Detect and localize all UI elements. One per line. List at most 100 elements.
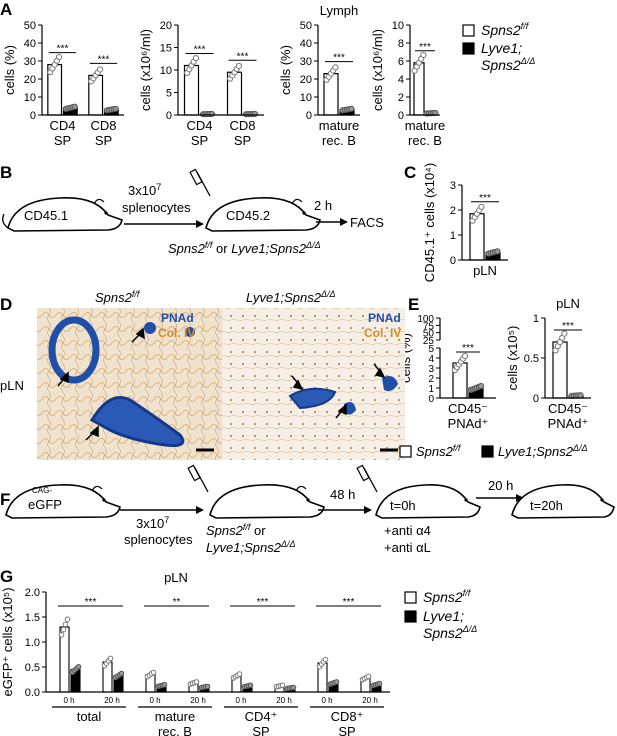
G-ytick-label-3: 1.5 (25, 612, 40, 624)
svg-text:Lyve1;Spns2Δ/Δ: Lyve1;Spns2Δ/Δ (498, 443, 588, 459)
reporter-mouse-icon (5, 484, 121, 519)
G-point-3-1-0-3 (365, 673, 372, 680)
legend-a: Spns2f/f Lyve1; Spns2Δ/Δ (462, 21, 535, 73)
G-point-2-1-0-3 (279, 682, 286, 689)
f-genotype-b: Lyve1;Spns2 (206, 540, 282, 555)
donor-mouse-icon (2, 197, 123, 232)
E1-category-line1: PNAd⁺ (448, 416, 489, 431)
E1-category-line0: CD45⁻ (448, 401, 488, 416)
E1-ytick-label-0: 0 (428, 394, 434, 405)
G-ytick-label-2: 1.0 (25, 637, 40, 649)
C-category-0-line0: pLN (473, 263, 497, 278)
hev-vessels-left (48, 316, 195, 447)
micrograph-right-title: Lyve1;Spns2 (246, 290, 322, 305)
E2-ylabel: cells (x10⁵) (505, 326, 520, 391)
reporter-label: eGFP (28, 497, 62, 512)
legend-e-ko-swatch (481, 445, 494, 458)
f-recipient-mouse-icon (209, 484, 325, 519)
A1-category-1-line1: SP (95, 133, 112, 148)
A1-ytick-label-1: 10 (24, 92, 36, 104)
G-timepoint-0-1: 20 h (104, 696, 120, 705)
G-point-3-0-1-3 (333, 679, 340, 685)
A4-sig-0: *** (419, 42, 431, 53)
G-ytick-label-1: 0.5 (25, 662, 40, 674)
G-timepoint-3-0: 0 h (321, 696, 332, 705)
svg-text:Lyve1;Spns2Δ/Δ: Lyve1;Spns2Δ/Δ (206, 539, 296, 555)
E1-ytick-label-5: 5 (428, 344, 434, 355)
A4-ytick-label-1: 2 (398, 92, 404, 104)
G-ytick-label-4: 2.0 (25, 587, 40, 599)
E2-ytick-label-1: 0.5 (524, 353, 539, 365)
f-syringe2-icon (356, 464, 378, 493)
G-point-0-0-1-3 (75, 664, 82, 670)
C-ytick-label-3: 3 (450, 180, 456, 192)
stain-col4-right: Col. IV (364, 326, 401, 340)
A2-ytick-label-3: 15 (160, 43, 172, 55)
C-sig-0: *** (479, 193, 491, 204)
A2-point-0-0-4 (192, 54, 199, 62)
A2-sig-1: *** (237, 51, 249, 62)
E1-sig: *** (462, 343, 474, 354)
legend-g-ko-line1: Lyve1; (423, 608, 464, 624)
legend-e: Spns2f/f Lyve1;Spns2Δ/Δ (399, 443, 588, 459)
A1-ytick-label-5: 50 (24, 20, 36, 32)
A2-ytick-label-1: 5 (166, 88, 172, 100)
svg-text:3x107: 3x107 (136, 515, 169, 531)
A4-point-0-0-4 (420, 51, 427, 59)
f-genotype-a: Spns2 (206, 523, 244, 538)
G-point-0-1-1-3 (118, 670, 125, 677)
svg-text:Spns2f/f or: Spns2f/f or (206, 522, 266, 538)
A2-ylabel: cells (x10⁶/ml) (138, 29, 153, 111)
panel-letter-g: G (0, 567, 13, 586)
A3-category-0-line0: mature (319, 118, 359, 133)
G-point-0-0-0-2 (62, 621, 69, 628)
A1-point-1-0-4 (96, 66, 104, 73)
G-point-3-1-1-3 (376, 680, 383, 687)
dose-sup: 7 (156, 182, 161, 192)
A1-category-0-line0: CD4 (49, 118, 75, 133)
genotype-b: Lyve1;Spns2 (231, 241, 307, 256)
A2-ytick-label-0: 0 (166, 110, 172, 122)
A2-category-0-line1: SP (191, 133, 208, 148)
t20-mouse-icon (511, 484, 615, 519)
E1-ytick-up-label-1: 50 (423, 329, 435, 340)
A1-sig-0: *** (57, 44, 69, 55)
recipient-mouse-icon (205, 197, 321, 232)
A2-point-1-0-4 (235, 62, 242, 69)
legend-e-ctrl-label: Spns2 (416, 444, 454, 459)
C-ylabel: CD45.1⁺ cells (x10⁴) (422, 163, 437, 282)
G-timepoint-2-1: 20 h (276, 696, 292, 705)
recipient-label: CD45.2 (226, 208, 270, 223)
schematic-b: CD45.1 3x107 splenocytes CD45.2 2 h FACS… (2, 168, 384, 256)
G-ylabel: eGFP⁺ cells (x10⁵) (0, 587, 15, 696)
G-timepoint-2-0: 0 h (235, 696, 246, 705)
A3-ytick-label-5: 50 (300, 20, 312, 32)
G-point-0-0-0-0 (58, 632, 65, 638)
E1-point-1-5 (477, 382, 485, 390)
readout-label: FACS (350, 215, 384, 230)
f-genotype-or: or (254, 523, 266, 538)
E1-ytick-up-label-0: 25 (423, 336, 435, 347)
t20-label: t=20h (530, 498, 563, 513)
A4-ytick-label-4: 8 (398, 38, 404, 50)
legend-g-ko-line2: Spns2 (423, 625, 463, 641)
panel-letter-d: D (0, 295, 12, 314)
E2-point-0-1-4 (577, 392, 584, 399)
A3-title: Lymph (320, 3, 359, 18)
E2-point-0-0-4 (561, 330, 568, 337)
C-ytick-label-0: 0 (450, 255, 456, 267)
G-group-0-line0: total (77, 709, 102, 724)
E2-ytick-label-2: 1 (533, 313, 539, 325)
A2-category-1-line1: SP (234, 133, 251, 148)
genotype-or: or (216, 241, 228, 256)
A4-ytick-label-2: 4 (398, 74, 404, 86)
A2-ytick-label-4: 20 (160, 20, 172, 32)
svg-text:Spns2Δ/Δ: Spns2Δ/Δ (481, 56, 535, 73)
panel-letter-c: C (404, 163, 416, 182)
